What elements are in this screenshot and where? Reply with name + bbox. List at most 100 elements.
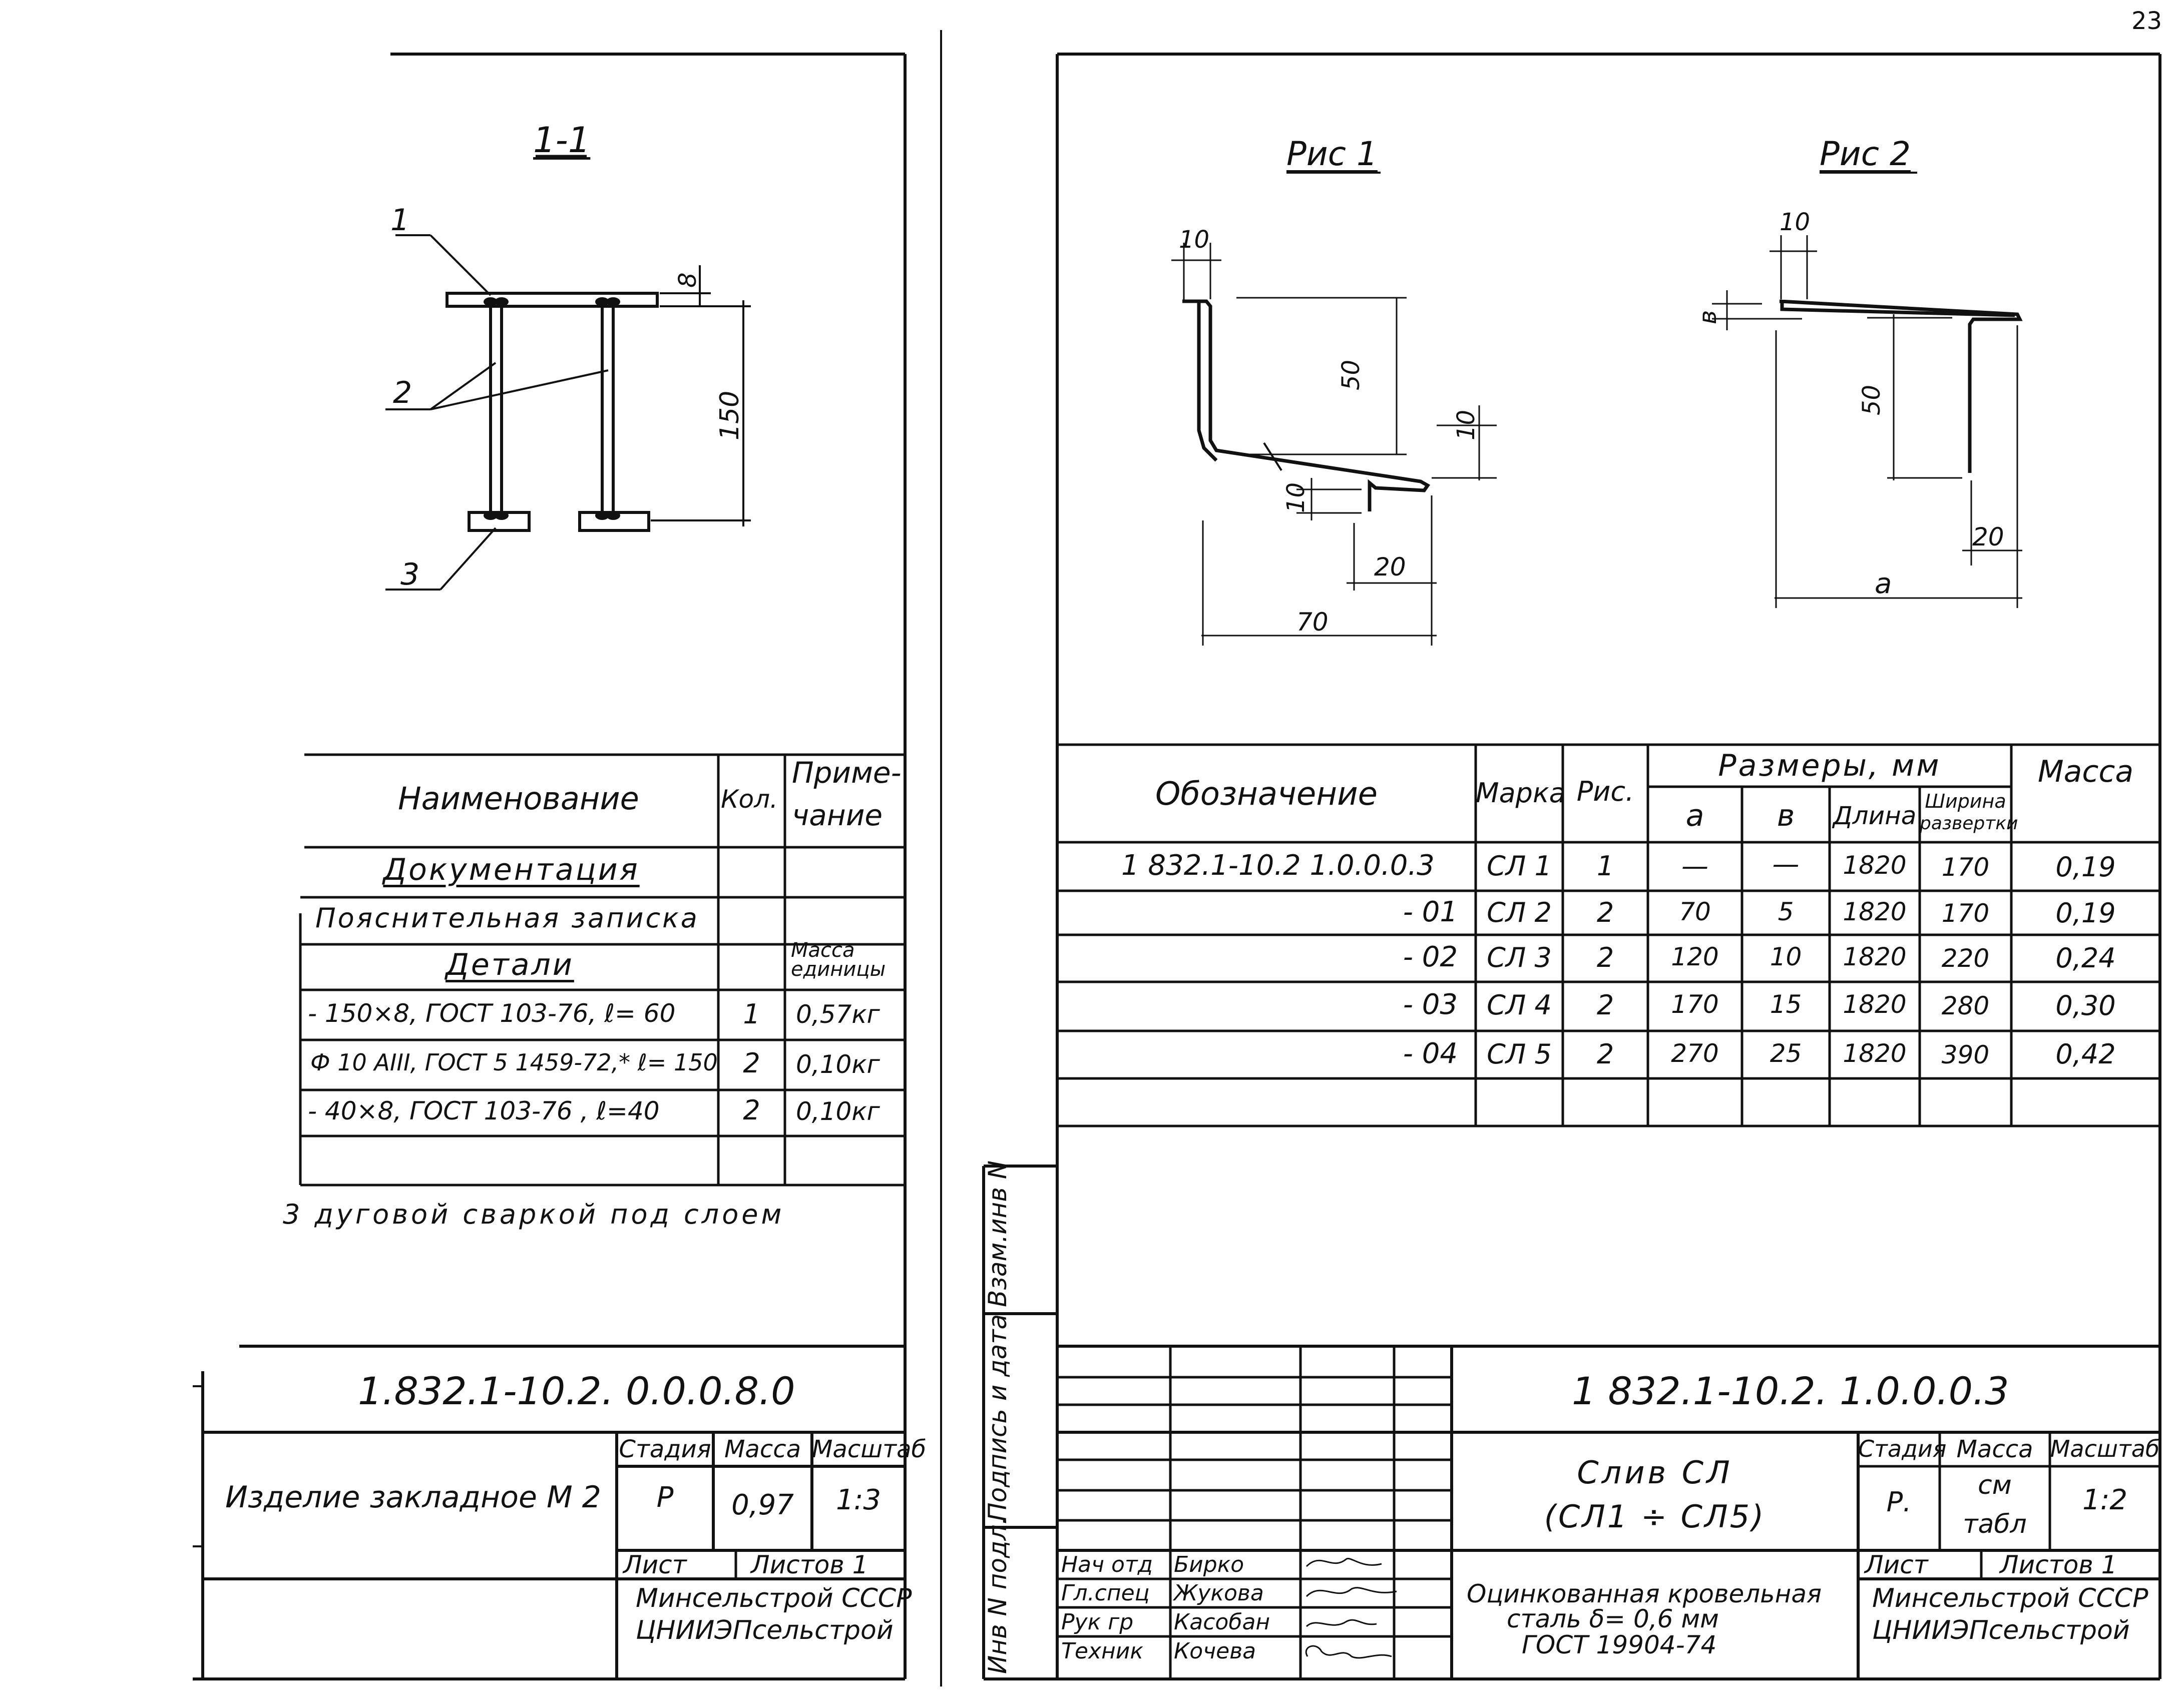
- right-row-3-designation: - 02: [1403, 941, 1458, 973]
- callout-1: 1: [390, 203, 409, 238]
- right-header-dev-2: развертки: [1920, 813, 2018, 834]
- right-row-5-b: 25: [1770, 1039, 1802, 1068]
- left-sheets-label: Листов 1: [751, 1550, 868, 1579]
- left-header-note-1: Приме-: [792, 756, 902, 790]
- right-row-2-b: 5: [1778, 897, 1794, 926]
- right-row-5-fig: 2: [1596, 1038, 1614, 1070]
- sig-name-1: Бирко: [1174, 1552, 1244, 1577]
- side-label-sign-date: Подпись и дата: [983, 1314, 1012, 1521]
- fig1-dim-width: 70: [1296, 608, 1329, 637]
- right-spec-table-grid: [1057, 743, 2160, 1127]
- right-row-3-length: 1820: [1843, 942, 1907, 971]
- right-title-block-grid: [1057, 1345, 2160, 1679]
- fig1-title: Рис 1: [1286, 135, 1378, 173]
- left-org-1: Минсельстрой СССР: [636, 1583, 912, 1613]
- right-stage-value: Р.: [1886, 1486, 1912, 1518]
- side-label-inv-vzam: Взам.инв N: [983, 1160, 1012, 1307]
- right-sheets-label: Листов 1: [2000, 1550, 2117, 1579]
- left-row-5-name: Ф 10 АIII, ГОСТ 5 1459-72,* ℓ= 150: [310, 1049, 718, 1076]
- right-row-5-mark: СЛ 5: [1487, 1038, 1552, 1070]
- sig-role-3: Рук гр: [1061, 1609, 1134, 1635]
- left-title-block-grid: [193, 1345, 905, 1679]
- section-1-1-drawing: 1 2 3 8 150: [385, 155, 751, 592]
- right-header-scale-label: Масштаб: [2050, 1435, 2160, 1462]
- left-row-6-note: 0,10кг: [796, 1097, 880, 1126]
- right-row-4-width: 280: [1941, 991, 1990, 1020]
- fig1-dim-top: 10: [1179, 226, 1209, 254]
- right-row-3-width: 220: [1941, 944, 1990, 973]
- right-header-length: Длина: [1833, 801, 1917, 830]
- right-row-4-length: 1820: [1843, 990, 1907, 1019]
- right-sheet-label: Лист: [1865, 1550, 1928, 1579]
- section-title: 1-1: [533, 120, 591, 161]
- right-header-designation: Обозначение: [1155, 776, 1378, 813]
- right-row-1-mark: СЛ 1: [1487, 850, 1552, 882]
- right-row-3-mass: 0,24: [2055, 942, 2116, 974]
- right-header-a: а: [1685, 798, 1704, 833]
- left-row-3-note: Масса единицы: [791, 939, 886, 981]
- left-mass-value: 0,97: [731, 1489, 794, 1521]
- fig2-dim-top: 10: [1780, 208, 1810, 236]
- page-number: 23: [2131, 7, 2162, 35]
- sig-name-2: Жукова: [1174, 1580, 1264, 1606]
- fig1-dim-flange: 20: [1374, 552, 1406, 582]
- right-row-5-length: 1820: [1843, 1039, 1907, 1068]
- right-row-4-designation: - 03: [1403, 988, 1458, 1021]
- right-mass-value-1: см: [1978, 1470, 2012, 1500]
- fig1-drawing: 10 50 10 10 20 70: [1171, 172, 1497, 646]
- left-header-qty: Кол.: [721, 785, 778, 814]
- right-header-dev-1: Ширина: [1925, 790, 2006, 812]
- fig2-dim-width: а: [1875, 568, 1892, 600]
- right-row-1-width: 170: [1941, 853, 1990, 882]
- right-row-1-fig: 1: [1596, 850, 1614, 882]
- right-header-b: в: [1777, 798, 1795, 833]
- sig-name-4: Кочева: [1174, 1638, 1256, 1664]
- right-row-5-mass: 0,42: [2055, 1038, 2116, 1070]
- right-row-3-a: 120: [1671, 942, 1719, 971]
- right-scale-value: 1:2: [2082, 1484, 2128, 1516]
- right-row-2-designation: - 01: [1403, 896, 1458, 928]
- right-header-mass-label: Масса: [1956, 1435, 2033, 1463]
- left-scale-value: 1:3: [835, 1484, 882, 1516]
- right-row-3-mark: СЛ 3: [1487, 942, 1552, 973]
- fig1-dim-lip: 10: [1452, 410, 1480, 440]
- fig1-dim-slope: 10: [1282, 482, 1310, 513]
- dim-plate-thickness: 8: [674, 272, 702, 288]
- right-row-2-a: 70: [1679, 897, 1711, 926]
- material-line-2: сталь δ= 0,6 мм: [1507, 1604, 1719, 1633]
- right-row-5-designation: - 04: [1403, 1037, 1458, 1070]
- left-sheet-label: Лист: [623, 1550, 687, 1579]
- sig-name-3: Касобан: [1174, 1609, 1270, 1635]
- right-row-1-mass: 0,19: [2055, 851, 2116, 883]
- right-title-1: Слив СЛ: [1577, 1454, 1733, 1491]
- left-row-1-name: Документация: [383, 852, 640, 887]
- right-row-1-designation: 1 832.1-10.2 1.0.0.0.3: [1121, 849, 1435, 882]
- right-row-1-b: —: [1772, 848, 1800, 880]
- signature-marks: [1305, 1557, 1397, 1659]
- callout-3: 3: [400, 557, 419, 592]
- right-doc-code: 1 832.1-10.2. 1.0.0.0.3: [1572, 1369, 2009, 1413]
- left-header-scale: Масштаб: [812, 1435, 927, 1463]
- right-header-fig: Рис.: [1576, 776, 1634, 807]
- left-doc-code: 1.832.1-10.2. 0.0.0.8.0: [358, 1369, 795, 1413]
- callout-2: 2: [393, 375, 412, 410]
- material-line-3: ГОСТ 19904-74: [1522, 1630, 1717, 1659]
- left-frame: [193, 30, 942, 1686]
- fig2-dim-b: в: [1694, 310, 1722, 324]
- right-row-4-mark: СЛ 4: [1487, 989, 1552, 1021]
- right-row-4-mass: 0,30: [2055, 990, 2116, 1021]
- right-row-4-a: 170: [1671, 990, 1719, 1019]
- left-row-5-note: 0,10кг: [796, 1050, 880, 1079]
- right-row-2-fig: 2: [1596, 897, 1614, 928]
- left-header-name: Наименование: [398, 780, 639, 817]
- right-header-dims: Размеры, мм: [1718, 748, 1941, 783]
- right-title-2: (СЛ1 ÷ СЛ5): [1544, 1498, 1766, 1535]
- left-row-3-name: Детали: [446, 947, 574, 982]
- left-stage-value: Р: [656, 1481, 674, 1514]
- left-row-4-name: - 150×8, ГОСТ 103-76, ℓ= 60: [308, 999, 676, 1028]
- right-row-2-length: 1820: [1843, 897, 1907, 926]
- left-header-stage: Стадия: [619, 1435, 711, 1463]
- fig2-title: Рис 2: [1820, 135, 1911, 173]
- right-row-4-b: 15: [1770, 990, 1802, 1019]
